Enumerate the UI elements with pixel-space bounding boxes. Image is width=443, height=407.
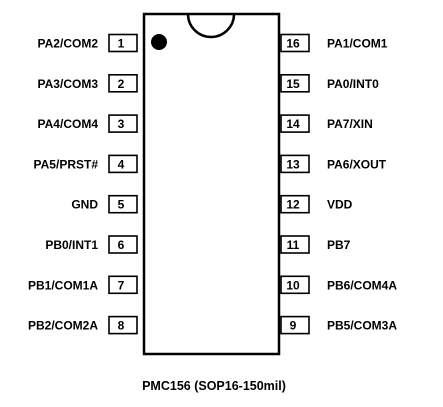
pin-label: PA7/XIN <box>327 117 373 131</box>
pin-label: PB7 <box>327 238 351 252</box>
right-pin-10: 10 PB6/COM4A <box>280 275 397 295</box>
pin-label: PA6/XOUT <box>327 157 387 171</box>
right-pin-14: 14 PA7/XIN <box>280 114 373 133</box>
left-pin-4: 4 PA5/PRST# <box>34 154 138 174</box>
pin-label: PA4/COM4 <box>38 117 99 131</box>
pin-box <box>280 235 310 254</box>
pin-label: PA0/INT0 <box>327 77 379 91</box>
pin-label: PA2/COM2 <box>38 37 99 51</box>
pin-number: 12 <box>286 198 300 212</box>
right-pin-15: 15 PA0/INT0 <box>280 74 379 93</box>
pin-box <box>280 74 310 93</box>
pin-box <box>108 315 138 335</box>
right-pin-13: 13 PA6/XOUT <box>280 154 387 174</box>
pin-label: PB0/INT1 <box>45 238 98 252</box>
pins-layer: 1 PA2/COM2 2 PA3/COM3 3 PA4/COM4 4 PA5/PRST# 5 GN… <box>28 33 397 335</box>
pin-box <box>280 114 310 133</box>
pin-number: 1 <box>118 37 125 51</box>
left-pin-7: 7 PB1/COM1A <box>28 275 138 295</box>
pin-label: GND <box>71 198 98 212</box>
pin-number: 9 <box>290 319 297 333</box>
pin-label: PA1/COM1 <box>327 37 388 51</box>
pin-box <box>280 194 310 214</box>
pin-box <box>108 114 138 133</box>
pin-box <box>108 275 138 295</box>
pin-box <box>108 33 138 53</box>
pin-number: 14 <box>286 117 300 131</box>
pin-box <box>108 235 138 254</box>
pin-number: 5 <box>118 198 125 212</box>
left-pin-3: 3 PA4/COM4 <box>38 114 138 133</box>
right-pin-16: 16 PA1/COM1 <box>280 33 388 53</box>
pin-label: PB2/COM2A <box>28 319 98 333</box>
pin-label: PB5/COM3A <box>327 319 397 333</box>
pin-box <box>108 74 138 93</box>
pin-label: PB6/COM4A <box>327 278 397 292</box>
pin-number: 13 <box>286 157 300 171</box>
pin-label: VDD <box>327 198 353 212</box>
pin-box <box>108 194 138 214</box>
left-pin-5: 5 GND <box>71 194 138 214</box>
pin-number: 15 <box>286 77 300 91</box>
pin-number: 10 <box>286 278 300 292</box>
pin-number: 2 <box>118 77 125 91</box>
pin-number: 8 <box>118 319 125 333</box>
left-pin-1: 1 PA2/COM2 <box>38 33 138 53</box>
pin-label: PA5/PRST# <box>34 157 99 171</box>
left-pin-8: 8 PB2/COM2A <box>28 315 138 335</box>
orientation-notch <box>186 13 236 39</box>
pin-number: 16 <box>286 37 300 51</box>
pin-box <box>280 315 310 335</box>
pin-box <box>280 33 310 53</box>
left-pin-6: 6 PB0/INT1 <box>45 235 138 254</box>
pin-box <box>280 154 310 174</box>
right-pin-12: 12 VDD <box>280 194 353 214</box>
pin-number: 7 <box>118 278 125 292</box>
pin1-indicator-dot <box>151 34 167 50</box>
pin-number: 3 <box>118 117 125 131</box>
pin-box <box>280 275 310 295</box>
pin-number: 11 <box>287 238 300 252</box>
right-pin-9: 9 PB5/COM3A <box>280 315 397 335</box>
pin-label: PA3/COM3 <box>38 77 99 91</box>
pin-number: 6 <box>118 238 125 252</box>
pin-number: 4 <box>118 157 125 171</box>
package-caption: PMC156 (SOP16-150mil) <box>142 379 286 393</box>
left-pin-2: 2 PA3/COM3 <box>38 74 138 93</box>
right-pin-11: 11 PB7 <box>280 235 351 254</box>
chip-body <box>142 12 281 356</box>
pin-box <box>108 154 138 174</box>
pin-label: PB1/COM1A <box>28 278 98 292</box>
